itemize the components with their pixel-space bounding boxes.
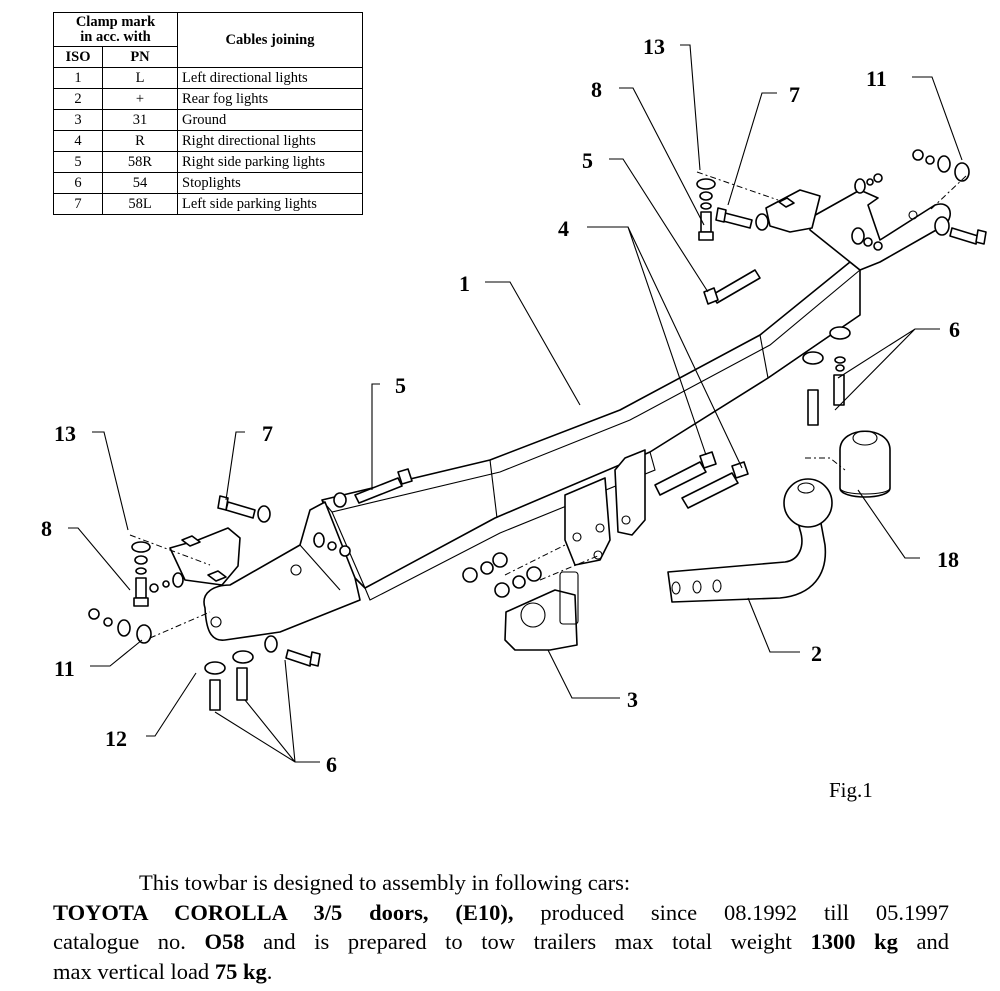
- desc-cell: Right side parking lights: [177, 151, 363, 173]
- and-text: and: [897, 929, 950, 954]
- desc-cell: Right directional lights: [177, 130, 363, 152]
- car-model: TOYOTA COROLLA 3/5 doors, (E10),: [53, 899, 514, 925]
- header-clamp-line2: in acc. with: [80, 28, 151, 45]
- table-row: 2+Rear fog lights: [53, 88, 363, 110]
- label-12: 12: [105, 726, 127, 751]
- production-dates: produced since 08.1992 till 05.1997: [513, 899, 950, 925]
- catalogue-prefix: catalogue no.: [53, 929, 205, 954]
- label-13-left: 13: [54, 421, 76, 446]
- catalogue-number: O58: [204, 929, 245, 954]
- header-clamp-line1: Clamp mark: [75, 14, 156, 30]
- vertical-prefix: max vertical load: [53, 958, 215, 984]
- max-total-weight: 1300 kg: [810, 929, 898, 954]
- wiring-table: Clamp mark in acc. with Cables joining I…: [53, 12, 363, 215]
- desc-cell: Left side parking lights: [177, 193, 363, 215]
- label-7-top: 7: [789, 82, 800, 107]
- label-8-left: 8: [41, 516, 52, 541]
- left-bracket: [169, 501, 361, 641]
- label-8-top: 8: [591, 77, 602, 102]
- header-clamp-mark: Clamp mark in acc. with: [53, 12, 178, 47]
- tow-text: and is prepared to tow trailers max tota…: [244, 929, 811, 954]
- tow-ball-arm-part-2: [667, 478, 833, 603]
- ball-cover-part-18: [839, 430, 891, 498]
- ball-mount-brackets: [564, 449, 646, 566]
- right-bracket: [765, 189, 951, 271]
- label-13-top: 13: [643, 34, 665, 59]
- socket-plate-part-3: [504, 571, 579, 651]
- desc-cell: Stoplights: [177, 172, 363, 194]
- label-7-left: 7: [262, 421, 273, 446]
- crossbeam-part-1: [321, 261, 861, 601]
- label-2: 2: [811, 641, 822, 666]
- description-vertical-line: max vertical load 75 kg.: [53, 957, 949, 987]
- leader-lines: [68, 44, 963, 763]
- pn-cell: 58L: [102, 193, 178, 215]
- figure-caption: Fig.1: [829, 778, 873, 802]
- end-period: .: [266, 958, 273, 984]
- description-catalogue-line: catalogue no. O58 and is prepared to tow…: [53, 927, 949, 957]
- label-3: 3: [627, 687, 638, 712]
- assembly-center-lines: [129, 171, 967, 639]
- label-11-left: 11: [54, 656, 75, 681]
- header-iso: ISO: [53, 46, 103, 68]
- header-cables-joining: Cables joining: [177, 12, 363, 68]
- desc-cell: Rear fog lights: [177, 88, 363, 110]
- label-4: 4: [558, 216, 569, 241]
- description: This towbar is designed to assembly in f…: [53, 868, 949, 986]
- label-6-right: 6: [949, 317, 960, 342]
- label-5-top: 5: [582, 148, 593, 173]
- label-11-top: 11: [866, 66, 887, 91]
- label-5-mid: 5: [395, 373, 406, 398]
- label-6-bottom: 6: [326, 752, 337, 777]
- description-model-line: TOYOTA COROLLA 3/5 doors, (E10), produce…: [53, 898, 949, 928]
- label-18: 18: [937, 547, 959, 572]
- towbar-exploded-diagram: [68, 44, 987, 763]
- description-intro: This towbar is designed to assembly in f…: [139, 870, 631, 895]
- max-vertical-load: 75 kg: [214, 958, 267, 984]
- label-1: 1: [459, 271, 470, 296]
- fasteners: [88, 149, 987, 711]
